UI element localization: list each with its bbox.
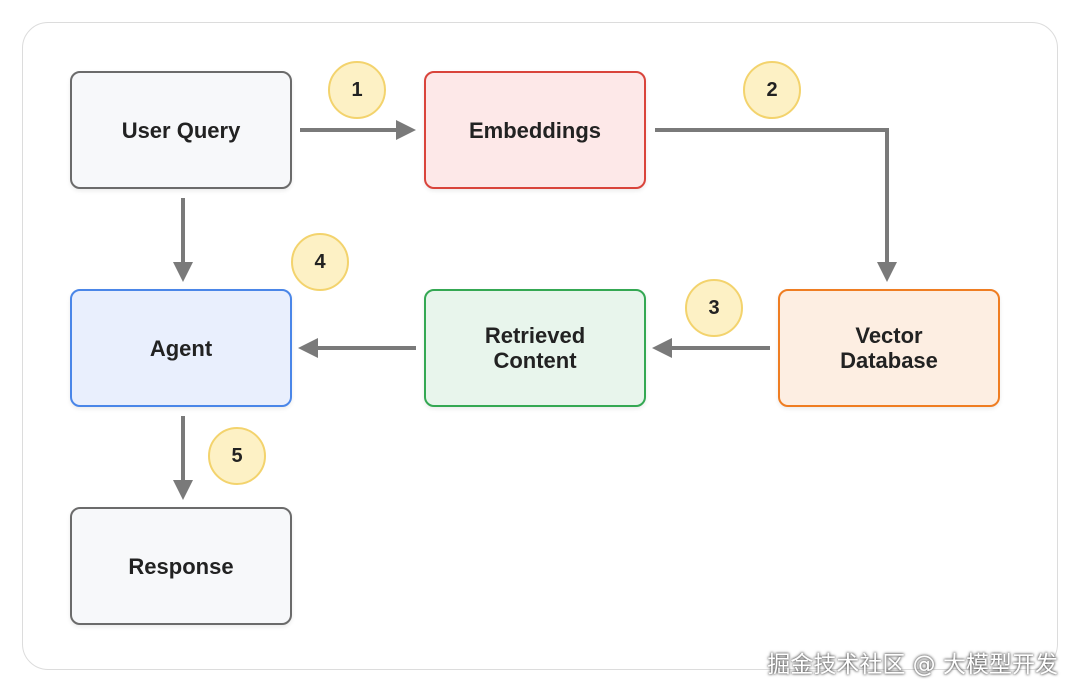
step-badge-5: 5 <box>208 427 266 485</box>
step-badge-4: 4 <box>291 233 349 291</box>
embeddings-node: Embeddings <box>424 71 646 189</box>
arrow-embeddings-to-vector-db <box>655 128 897 282</box>
response-label: Response <box>128 553 234 579</box>
watermark-text: 掘金技术社区 @ 大模型开发 <box>767 652 1058 678</box>
agent-node: Agent <box>70 289 292 407</box>
step-badge-3: 3 <box>685 279 743 337</box>
vector-database-node: Vector Database <box>778 289 1000 407</box>
agent-label: Agent <box>149 335 213 361</box>
retrieved-content-label: Retrieved Content <box>484 323 586 373</box>
step-badge-1: 1 <box>328 61 386 119</box>
response-node: Response <box>70 507 292 625</box>
step-badge-2: 2 <box>743 61 801 119</box>
embeddings-label: Embeddings <box>468 117 601 143</box>
vector-database-label: Vector Database <box>840 323 938 373</box>
user-query-node: User Query <box>70 71 292 189</box>
user-query-label: User Query <box>121 117 241 143</box>
retrieved-content-node: Retrieved Content <box>424 289 646 407</box>
